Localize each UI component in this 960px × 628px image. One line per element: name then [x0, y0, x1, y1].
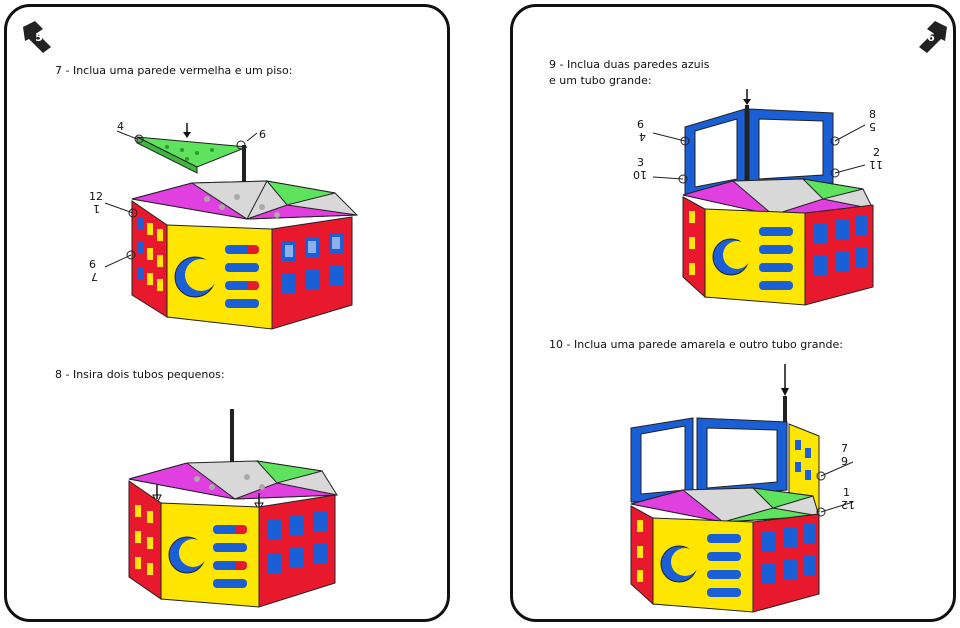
page-number-badge-right: 6 [913, 19, 949, 55]
step-8-illustration [128, 409, 338, 608]
callout-12: 12 [89, 190, 103, 203]
callout-6b: 6 [89, 258, 96, 271]
callout-9-6: 6 [637, 118, 644, 131]
page-badge-icon [23, 21, 51, 53]
callout-4: 4 [117, 120, 124, 133]
step-7-text: 7 - Inclua uma parede vermelha e um piso… [55, 64, 293, 77]
page-left: 5 7 - Inclua uma parede vermelha e um pi… [4, 4, 450, 622]
callout-9-3: 3 [637, 156, 644, 169]
page-number: 6 [927, 30, 935, 44]
page-number-badge-left: 5 [21, 19, 57, 55]
callout-9-11-flipped: 11 [869, 158, 883, 171]
callout-9-10-flipped: 10 [633, 168, 647, 181]
callout-6: 6 [259, 128, 266, 141]
callout-7-flipped: 7 [91, 270, 98, 283]
callout-10-1: 1 [843, 486, 850, 499]
callout-10-9: 9 [841, 455, 848, 468]
callout-9-5-flipped: 5 [869, 120, 876, 133]
step-9-text-line2: e um tubo grande: [549, 74, 652, 87]
callout-10-12-flipped: 12 [841, 498, 855, 511]
callout-9-4-flipped: 4 [639, 130, 646, 143]
step-10-illustration [630, 364, 854, 613]
page-number: 5 [35, 30, 43, 44]
callout-9-2: 2 [873, 146, 880, 159]
step-7-illustration [104, 123, 359, 330]
callout-10-7: 7 [841, 442, 848, 455]
callout-1-flipped: 1 [93, 202, 100, 215]
step-9-text-line1: 9 - Inclua duas paredes azuis [549, 58, 710, 71]
step-10-text: 10 - Inclua uma parede amarela e outro t… [549, 338, 843, 351]
step-8-text: 8 - Insira dois tubos pequenos: [55, 368, 225, 381]
page-badge-icon [919, 21, 947, 53]
callout-9-8: 8 [869, 108, 876, 121]
step-9-illustration [652, 89, 874, 306]
page-right: 6 9 - Inclua duas paredes azuis e um tub… [510, 4, 956, 622]
